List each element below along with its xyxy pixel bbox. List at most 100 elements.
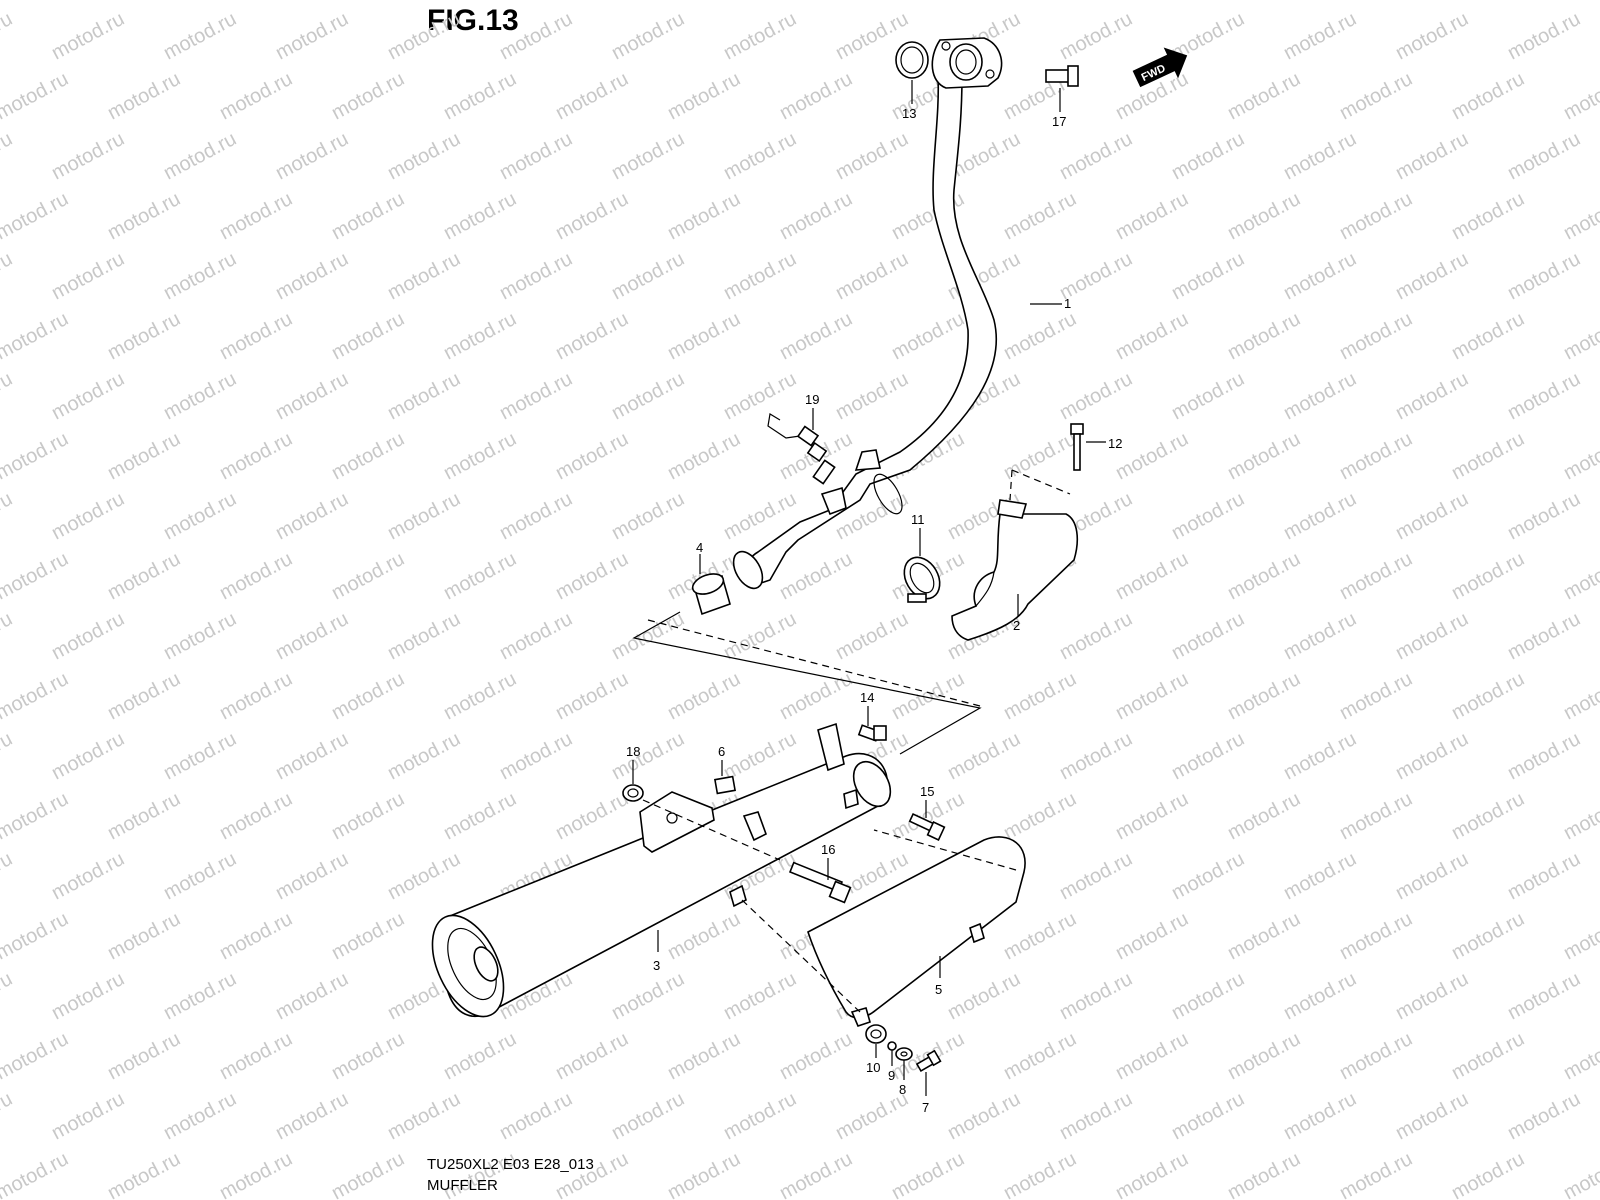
watermark-text: motod.ru bbox=[1336, 68, 1416, 124]
oxygen-sensor-part[interactable] bbox=[767, 413, 836, 485]
watermark-text: motod.ru bbox=[1112, 308, 1192, 364]
watermark-text: motod.ru bbox=[1224, 188, 1304, 244]
watermark-text: motod.ru bbox=[1280, 728, 1360, 784]
rear-bolt-part[interactable] bbox=[908, 812, 946, 841]
watermark-text: motod.ru bbox=[496, 608, 576, 664]
watermark-text: motod.ru bbox=[776, 548, 856, 604]
watermark-text: motod.ru bbox=[664, 668, 744, 724]
watermark-text: motod.ru bbox=[1392, 488, 1472, 544]
watermark-text: motod.ru bbox=[440, 1028, 520, 1084]
pipe-clamp-part[interactable] bbox=[897, 551, 947, 605]
watermark-text: motod.ru bbox=[1560, 668, 1600, 724]
watermark-text: motod.ru bbox=[48, 368, 128, 424]
muffler-clamp-bolt-part[interactable] bbox=[857, 724, 887, 742]
watermark-text: motod.ru bbox=[496, 488, 576, 544]
watermark-text: motod.ru bbox=[1560, 908, 1600, 964]
watermark-text: motod.ru bbox=[1280, 608, 1360, 664]
watermark-text: motod.ru bbox=[552, 428, 632, 484]
watermark-text: motod.ru bbox=[384, 368, 464, 424]
watermark-text: motod.ru bbox=[1504, 368, 1584, 424]
collar-part[interactable] bbox=[887, 1041, 897, 1051]
watermark-text: motod.ru bbox=[720, 368, 800, 424]
watermark-text: motod.ru bbox=[496, 728, 576, 784]
watermark-text: motod.ru bbox=[1392, 728, 1472, 784]
pipe-heat-cover-part[interactable] bbox=[951, 499, 1079, 641]
callout-3: 3 bbox=[653, 958, 660, 973]
watermark-text: motod.ru bbox=[48, 128, 128, 184]
callout-9: 9 bbox=[888, 1068, 895, 1083]
watermark-text: motod.ru bbox=[608, 248, 688, 304]
watermark-text: motod.ru bbox=[440, 188, 520, 244]
muffler-mount-bolt-part[interactable] bbox=[788, 861, 852, 904]
watermark-text: motod.ru bbox=[1168, 128, 1248, 184]
watermark-text: motod.ru bbox=[776, 308, 856, 364]
rubber-cushion-part[interactable] bbox=[713, 775, 767, 842]
watermark-text: motod.ru bbox=[1112, 668, 1192, 724]
watermark-text: motod.ru bbox=[1056, 608, 1136, 664]
watermark-text: motod.ru bbox=[1000, 1028, 1080, 1084]
watermark-text: motod.ru bbox=[328, 788, 408, 844]
watermark-text: motod.ru bbox=[1448, 188, 1528, 244]
callout-10: 10 bbox=[866, 1060, 880, 1075]
stud-bolt-part[interactable] bbox=[1045, 65, 1079, 87]
watermark-text: motod.ru bbox=[1560, 428, 1600, 484]
exhaust-pipe-part[interactable] bbox=[728, 75, 998, 593]
cover-screw-part[interactable] bbox=[915, 1049, 942, 1073]
watermark-text: motod.ru bbox=[1504, 968, 1584, 1024]
watermark-text: motod.ru bbox=[0, 608, 16, 664]
watermark-text: motod.ru bbox=[1504, 608, 1584, 664]
washer-part[interactable] bbox=[895, 1047, 913, 1061]
watermark-text: motod.ru bbox=[160, 728, 240, 784]
muffler-body-part[interactable] bbox=[418, 722, 898, 1028]
watermark-text: motod.ru bbox=[440, 788, 520, 844]
watermark-text: motod.ru bbox=[272, 488, 352, 544]
watermark-text: motod.ru bbox=[1392, 968, 1472, 1024]
watermark-text: motod.ru bbox=[832, 368, 912, 424]
watermark-text: motod.ru bbox=[216, 788, 296, 844]
heat-cover-bolt-part[interactable] bbox=[1070, 423, 1084, 471]
watermark-text: motod.ru bbox=[776, 188, 856, 244]
watermark-text: motod.ru bbox=[48, 248, 128, 304]
watermark-text: motod.ru bbox=[1000, 668, 1080, 724]
muffler-heat-cover-part[interactable] bbox=[807, 836, 1026, 1027]
watermark-text: motod.ru bbox=[664, 68, 744, 124]
watermark-text: motod.ru bbox=[776, 0, 856, 4]
watermark-text: motod.ru bbox=[440, 68, 520, 124]
watermark-text: motod.ru bbox=[328, 1028, 408, 1084]
watermark-text: motod.ru bbox=[48, 968, 128, 1024]
watermark-text: motod.ru bbox=[1336, 0, 1416, 4]
watermark-text: motod.ru bbox=[0, 8, 16, 64]
watermark-text: motod.ru bbox=[272, 608, 352, 664]
grommet-part[interactable] bbox=[865, 1024, 887, 1044]
watermark-text: motod.ru bbox=[1448, 1148, 1528, 1200]
watermark-text: motod.ru bbox=[1448, 428, 1528, 484]
watermark-text: motod.ru bbox=[1504, 488, 1584, 544]
connector-sleeve-part[interactable] bbox=[690, 570, 731, 616]
watermark-text: motod.ru bbox=[1168, 488, 1248, 544]
watermark-text: motod.ru bbox=[1560, 68, 1600, 124]
watermark-text: motod.ru bbox=[104, 908, 184, 964]
watermark-text: motod.ru bbox=[1168, 248, 1248, 304]
watermark-text: motod.ru bbox=[1336, 1148, 1416, 1200]
mount-nut-part[interactable] bbox=[622, 784, 644, 802]
watermark-text: motod.ru bbox=[1392, 248, 1472, 304]
watermark-text: motod.ru bbox=[216, 188, 296, 244]
exhaust-flange-part[interactable] bbox=[931, 37, 1003, 89]
watermark-text: motod.ru bbox=[328, 0, 408, 4]
watermark-text: motod.ru bbox=[1224, 1148, 1304, 1200]
watermark-text: motod.ru bbox=[944, 1088, 1024, 1144]
exhaust-gasket-part[interactable] bbox=[895, 41, 929, 79]
watermark-text: motod.ru bbox=[160, 8, 240, 64]
watermark-text: motod.ru bbox=[160, 248, 240, 304]
callout-6: 6 bbox=[718, 744, 725, 759]
watermark-text: motod.ru bbox=[0, 548, 72, 604]
watermark-text: motod.ru bbox=[48, 1088, 128, 1144]
watermark-text: motod.ru bbox=[888, 308, 968, 364]
watermark-text: motod.ru bbox=[944, 728, 1024, 784]
watermark-text: motod.ru bbox=[1280, 8, 1360, 64]
callout-19: 19 bbox=[805, 392, 819, 407]
callout-14: 14 bbox=[860, 690, 874, 705]
watermark-text: motod.ru bbox=[0, 248, 16, 304]
callout-18: 18 bbox=[626, 744, 640, 759]
